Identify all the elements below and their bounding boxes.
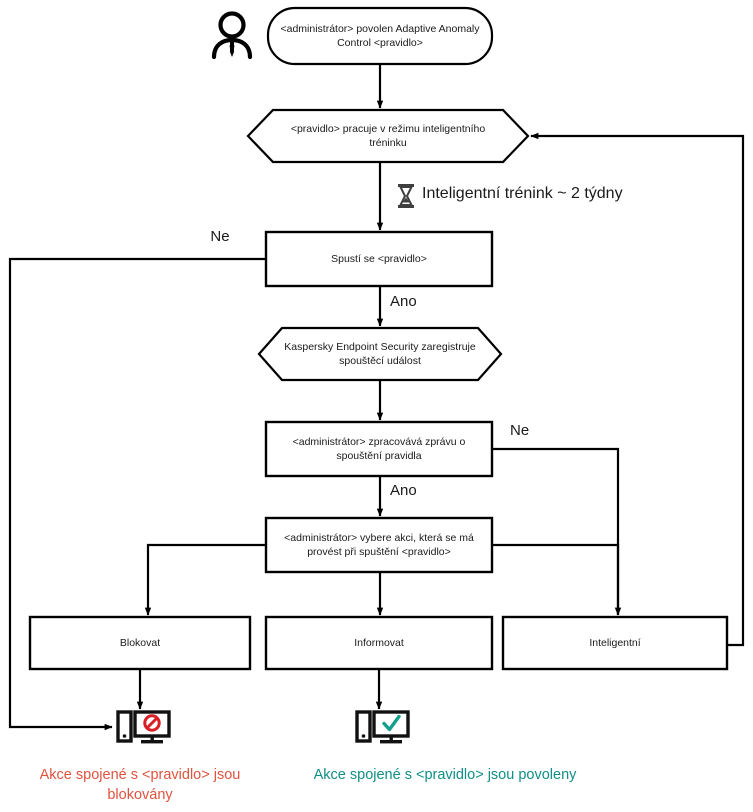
edge-triggered-no-to-blocked [8,257,266,731]
edge-selects-to-block [144,543,266,616]
shape-node-action-smart [501,615,729,671]
edge-label-ano-report: Ano [390,482,417,499]
shape-node-action-block [28,615,252,671]
monitor-allowed-icon [355,710,410,744]
outcome-blocked-caption: Akce spojené s <pravidlo> jsou blokovány [39,767,241,804]
edge-selects-to-smart [492,543,620,615]
edge-smart-loop-back [530,132,745,647]
hourglass-icon [398,184,414,208]
shape-node-admin-selects-action [264,516,494,574]
outcome-allowed-caption: Akce spojené s <pravidlo> jsou povoleny [313,767,577,783]
edge-label-ano-triggered: Ano [390,293,417,310]
edge-label-ne-report: Ne [510,422,530,439]
shape-node-rule-triggered [264,230,494,288]
edge-report-no-to-smart [492,447,622,616]
shape-node-action-inform [264,615,494,671]
shape-node-kes-registers-event [257,326,503,382]
shape-node-admin-processes-report [264,420,494,478]
shape-node-rule-enabled [266,6,494,66]
monitor-blocked-icon [116,710,171,744]
edge-label-ne-triggered: Ne [210,228,230,245]
smart-training-duration-label: Inteligentní trénink ~ 2 týdny [422,185,623,202]
person-icon [211,11,253,60]
shape-node-rule-smart-training-mode [246,108,530,164]
